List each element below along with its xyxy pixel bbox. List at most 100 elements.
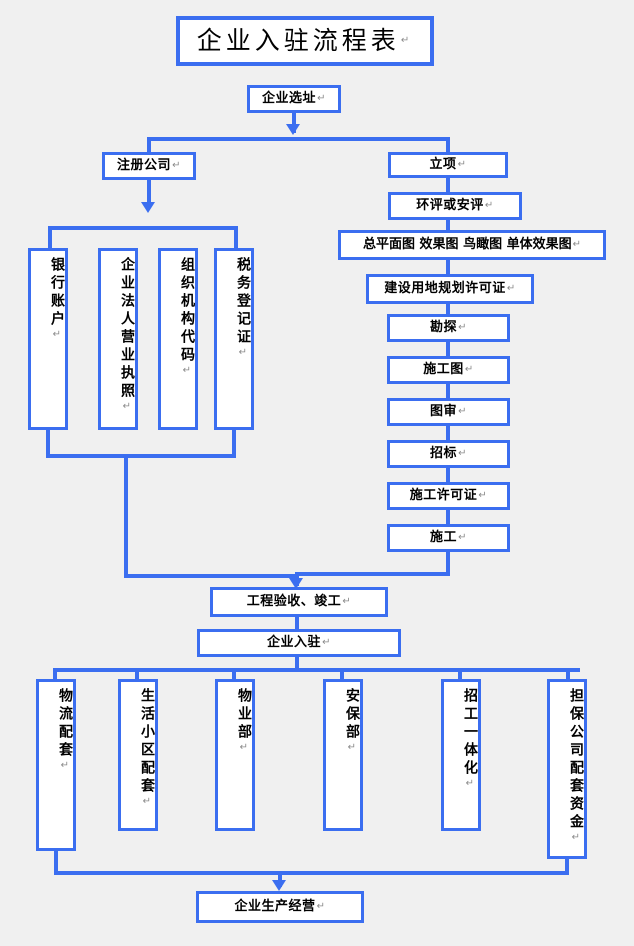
connector-split-left-drop	[147, 137, 151, 152]
connector-env-to-drawings	[446, 220, 450, 232]
pilcrow-mark: ↵	[316, 901, 326, 913]
connector-dept-bracket	[53, 668, 580, 672]
connector-survey-to-cdwg	[446, 342, 450, 356]
node-enterprise-settle-label: 企业入驻	[267, 634, 322, 650]
connector-docs-merge-left	[46, 430, 50, 458]
node-recruitment: 招工一体化↵	[441, 679, 481, 831]
connector-drawings-to-permit	[446, 260, 450, 274]
connector-docs-drop-4	[234, 226, 238, 248]
connector-dept-merge-horizontal	[54, 871, 569, 875]
node-survey-label: 勘探	[430, 319, 458, 335]
title-text: 企业入驻流程表	[196, 25, 400, 55]
node-property-dept-label: 物业部	[236, 688, 252, 742]
node-construction: 施工↵	[387, 524, 510, 552]
pilcrow-mark: ↵	[506, 283, 516, 295]
node-bank-account: 银行账户↵	[28, 248, 68, 430]
connector-tender-to-cpermit	[446, 468, 450, 482]
node-register-company-label: 注册公司	[117, 157, 172, 173]
pilcrow-mark: ↵	[571, 832, 584, 843]
node-env-safety-review-label: 环评或安评	[416, 197, 484, 213]
node-construction-permit: 施工许可证↵	[387, 482, 510, 510]
pilcrow-mark: ↵	[457, 159, 467, 171]
connector-docs-merge-right	[232, 430, 236, 458]
node-security-dept: 安保部↵	[323, 679, 363, 831]
pilcrow-mark: ↵	[122, 401, 135, 412]
node-production: 企业生产经营↵	[196, 891, 364, 923]
connector-left-trunk-down	[124, 454, 128, 578]
pilcrow-mark: ↵	[142, 796, 155, 807]
node-construction-drawing-label: 施工图	[423, 361, 464, 377]
pilcrow-mark: ↵	[572, 239, 581, 251]
arrow-register-down	[141, 202, 155, 213]
pilcrow-mark: ↵	[458, 532, 467, 544]
pilcrow-mark: ↵	[342, 596, 352, 608]
arrow-production-down	[272, 880, 286, 891]
connector-construction-left	[295, 572, 450, 576]
pilcrow-mark: ↵	[52, 329, 65, 340]
node-project-approval-label: 立项	[429, 156, 457, 172]
node-acceptance-label: 工程验收、竣工	[246, 593, 342, 609]
connector-settle-down	[295, 657, 299, 672]
node-tax-registration: 税务登记证↵	[214, 248, 254, 430]
pilcrow-mark: ↵	[347, 742, 360, 753]
pilcrow-mark: ↵	[317, 93, 326, 105]
connector-dept-drop-4	[340, 668, 344, 686]
connector-register-down	[147, 180, 151, 208]
node-site-selection: 企业选址↵	[247, 85, 341, 113]
pilcrow-mark: ↵	[458, 322, 467, 334]
connector-dept-merge-right	[565, 859, 569, 875]
connector-site-down	[292, 113, 296, 133]
connector-permit-to-survey	[446, 304, 450, 316]
node-construction-permit-label: 施工许可证	[409, 487, 478, 503]
connector-dept-drop-6	[566, 668, 570, 686]
node-business-license: 企业法人营业执照↵	[98, 248, 138, 430]
node-drawing-review: 图审↵	[387, 398, 510, 426]
node-drawings-label: 总平面图 效果图 鸟瞰图 单体效果图	[363, 236, 572, 252]
node-security-dept-label: 安保部	[344, 688, 360, 742]
pilcrow-mark: ↵	[458, 448, 467, 460]
connector-left-trunk-right	[124, 574, 297, 578]
node-org-code: 组织机构代码↵	[158, 248, 198, 430]
node-drawing-review-label: 图审	[430, 403, 458, 419]
connector-dept-drop-3	[232, 668, 236, 686]
pilcrow-mark: ↵	[465, 778, 478, 789]
node-land-permit: 建设用地规划许可证↵	[366, 274, 534, 304]
node-logistics: 物流配套↵	[36, 679, 76, 851]
connector-dept-drop-2	[135, 668, 139, 686]
pilcrow-mark: ↵	[182, 365, 195, 376]
connector-docs-drop-1	[48, 226, 52, 248]
connector-dept-drop-5	[458, 668, 462, 686]
connector-split-right-drop	[446, 137, 450, 152]
title-box: 企业入驻流程表↵	[176, 16, 434, 66]
node-property-dept: 物业部↵	[215, 679, 255, 831]
node-register-company: 注册公司↵	[102, 152, 196, 180]
connector-production-down	[278, 871, 282, 887]
pilcrow-mark: ↵	[464, 364, 474, 376]
node-living-area-label: 生活小区配套	[139, 688, 155, 796]
connector-approval-to-env	[446, 178, 450, 192]
arrow-site-down	[286, 124, 300, 135]
node-drawings: 总平面图 效果图 鸟瞰图 单体效果图↵	[338, 230, 606, 260]
connector-dept-merge-left	[54, 851, 58, 875]
pilcrow-mark: ↵	[322, 637, 331, 649]
node-guarantee-fund: 担保公司配套资金↵	[547, 679, 587, 859]
pilcrow-mark: ↵	[400, 35, 414, 47]
connector-cpermit-to-construction	[446, 510, 450, 524]
node-construction-label: 施工	[430, 529, 458, 545]
node-enterprise-settle: 企业入驻↵	[197, 629, 401, 657]
node-logistics-label: 物流配套	[57, 688, 73, 760]
node-construction-drawing: 施工图↵	[387, 356, 510, 384]
connector-split-horizontal	[147, 137, 450, 141]
node-land-permit-label: 建设用地规划许可证	[384, 280, 506, 296]
pilcrow-mark: ↵	[238, 347, 251, 358]
connector-cdwg-to-review	[446, 384, 450, 398]
node-site-selection-label: 企业选址	[262, 90, 317, 106]
connector-acceptance-to-settle	[295, 617, 299, 629]
pilcrow-mark: ↵	[239, 742, 252, 753]
node-tender-label: 招标	[430, 445, 458, 461]
pilcrow-mark: ↵	[458, 406, 467, 418]
node-living-area: 生活小区配套↵	[118, 679, 158, 831]
node-acceptance: 工程验收、竣工↵	[210, 587, 388, 617]
arrow-merge-down	[289, 578, 303, 589]
